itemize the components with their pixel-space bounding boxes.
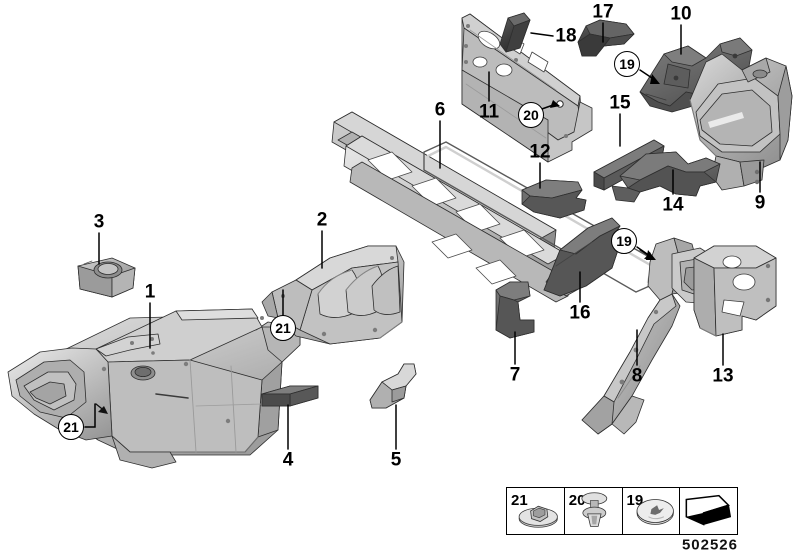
diagram-part-number: 502526 bbox=[681, 536, 738, 554]
part-4-foam-pad-small bbox=[261, 385, 319, 407]
label-4: 4 bbox=[282, 449, 294, 471]
view-direction-arrow-icon bbox=[685, 494, 732, 526]
arrowhead-20 bbox=[550, 100, 560, 108]
circle-callout-21-center: 21 bbox=[270, 315, 296, 341]
part-7-foam-block-angled bbox=[495, 281, 535, 339]
part-16-foam-elongated-pad bbox=[543, 217, 621, 297]
legend-cell-21: 21 bbox=[507, 488, 565, 534]
circle-callout-19-top: 19 bbox=[614, 51, 640, 77]
label-8: 8 bbox=[631, 365, 643, 387]
label-14: 14 bbox=[662, 194, 684, 216]
arrowhead-19-mid bbox=[646, 250, 656, 260]
label-18: 18 bbox=[555, 25, 577, 47]
part-11-bulkhead-panel bbox=[461, 13, 593, 163]
legend-cell-19: 19 bbox=[623, 488, 681, 534]
label-9: 9 bbox=[754, 192, 766, 214]
label-11: 11 bbox=[478, 101, 500, 123]
part-14-foam-shaped-pad bbox=[611, 151, 721, 203]
circle-callout-20: 20 bbox=[518, 102, 544, 128]
legend-cell-arrow bbox=[680, 488, 737, 534]
label-16: 16 bbox=[569, 302, 591, 324]
label-5: 5 bbox=[390, 449, 402, 471]
legend-number-20: 20 bbox=[568, 492, 586, 509]
legend-number-21: 21 bbox=[511, 492, 528, 509]
arrowhead-19-top bbox=[650, 74, 660, 84]
part-6-perforated-cross-rail bbox=[331, 111, 659, 303]
part-17-rubber-bracket bbox=[577, 19, 635, 57]
part-9-wheel-arch-liner bbox=[689, 53, 793, 191]
part-12-foam-contoured-pad bbox=[521, 179, 587, 219]
star-clip-icon bbox=[636, 499, 674, 525]
circle-callout-21-left: 21 bbox=[58, 414, 84, 440]
push-rivet-icon bbox=[581, 492, 607, 527]
label-10: 10 bbox=[670, 3, 692, 25]
label-15: 15 bbox=[609, 92, 631, 114]
leader-18 bbox=[530, 32, 554, 37]
label-7: 7 bbox=[509, 364, 521, 386]
part-2-tunnel-heat-shield bbox=[261, 245, 405, 345]
label-6: 6 bbox=[434, 99, 446, 121]
leader-circle-21-left bbox=[84, 403, 96, 428]
part-18-rubber-pad bbox=[499, 12, 531, 53]
label-17: 17 bbox=[592, 1, 614, 23]
label-13: 13 bbox=[712, 365, 734, 387]
part-13-corner-bracket bbox=[693, 245, 777, 337]
label-2: 2 bbox=[316, 209, 328, 231]
part-5-bracket-insulation bbox=[369, 363, 417, 409]
part-3-grommet-plug bbox=[77, 257, 136, 298]
legend-cell-20: 20 bbox=[565, 488, 623, 534]
label-12: 12 bbox=[529, 141, 551, 163]
fastener-legend: 21 20 19 bbox=[506, 487, 738, 535]
label-1: 1 bbox=[144, 281, 156, 303]
label-3: 3 bbox=[93, 211, 105, 233]
circle-callout-19-mid: 19 bbox=[611, 228, 637, 254]
hex-nut-flange-icon bbox=[518, 505, 558, 528]
